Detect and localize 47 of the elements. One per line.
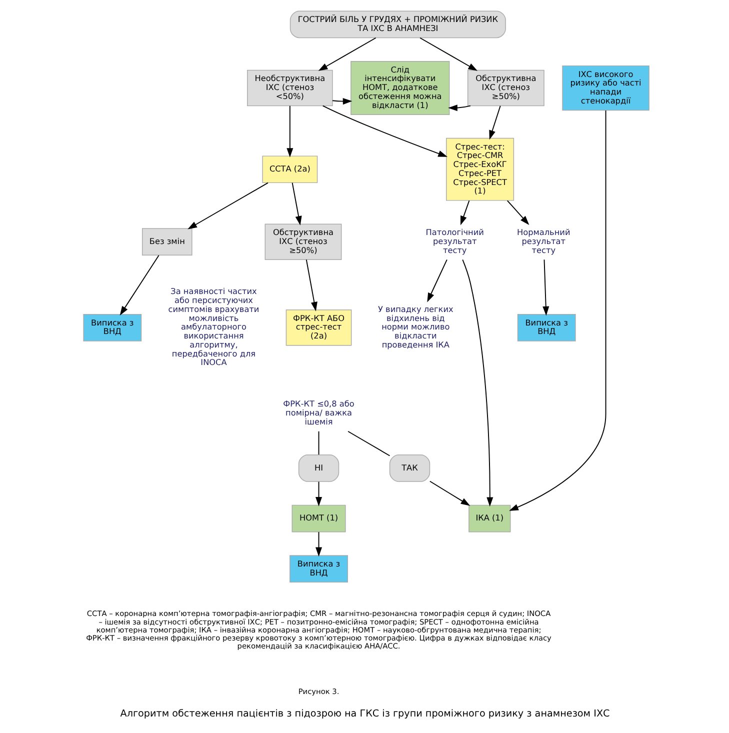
label: ССТА – коронарна комп’ютерна томографія-ангіографія; CMR – магнітно-резонансна томографія серця й судин; INOCA – ішемія за відсутності обструктивної ІХС; PET – позитронно-емісійна томографія; SPECT – однофотонна емісійна комп’ютерна томографія; ІКА – інвазійна коронарна ангіографія; НОМТ – науково-обгрунтована медична терапія; ФРК-КТ – визначення фракційного резерву кровотоку з комп’ютерною томографією. Цифра в дужках відповідає класу рекомендацій за класифікацією AHA/ACC. [86,609,551,651]
arrow [428,480,470,506]
node-text: У випадку легких відхилень від норми можливо відкласти проведення ІКА [378,304,453,350]
node-box: ІХС високого ризику або часті напади стенокардії [562,65,649,111]
node-box: Обструктивна ІХС (стеноз ≥50%) [264,224,342,260]
arrow [488,105,500,140]
arrow [419,37,478,71]
node-box: Виписка з ВНД [516,314,576,342]
node-box: ГОСТРИЙ БІЛЬ У ГРУДЯХ + ПРОМІЖНИЙ РИЗИК ТА ІХС В АНАМНЕЗІ [289,10,506,38]
node-box: Необструктивна ІХС (стеноз <50%) [246,70,332,106]
label: Рисунок 3. [298,687,339,696]
arrow [508,110,606,511]
node-box: Виписка з ВНД [289,555,348,582]
node-box: ІКА (1) [468,504,510,532]
arrow [462,259,493,507]
node-text: Патологічний результат тесту [425,227,484,255]
node-box: Слід інтенсифікувати НОМТ, додаткове обстеження можна відкласти (1) [350,61,450,115]
node-box: Стрес-тест: Стрес-CMR Стрес-ЕхоКГ Стрес-PET Стрес-SPECT (1) [446,138,514,201]
connector [347,430,390,456]
arrow [448,104,470,112]
arrow [305,259,317,312]
node-box: ФРК-КТ АБО стрес-тест (2а) [285,310,352,346]
arrow [506,200,529,225]
arrow [315,532,322,557]
node-box: ССТА (2а) [262,156,318,184]
arrow [426,259,447,302]
arrow [315,481,322,506]
arrow [460,200,470,226]
node-text: ФРК-КТ ≤0,8 або помірна/ важка ішемія [282,398,354,426]
arrow [286,105,293,158]
node-box: Обструктивна ІХС (стеноз ≥50%) [466,70,544,106]
arrow [187,182,268,230]
node-text: Нормальний результат тесту [516,227,570,255]
arrow [119,254,159,316]
arrow [291,182,302,226]
node-box: ТАК [388,454,430,482]
node-label: За наявності частих або персистуючих симптомів врахувати можливість амбулаторного використання алгоритму, передбаченого для INOCA [168,286,259,368]
node-box: Виписка з ВНД [82,314,142,342]
node-box: НОМТ (1) [291,504,346,532]
node-box: Без змін [141,228,192,256]
arrow [318,37,376,71]
connector [318,430,319,456]
arrow [542,259,549,316]
node-box: НІ [298,454,339,482]
arrow [322,105,447,157]
caption: Алгоритм обстеження пацієнтів з підозрою на ГКС із групи проміжного ризику з анамнезом ІХС [120,708,610,720]
arrow [332,98,352,105]
